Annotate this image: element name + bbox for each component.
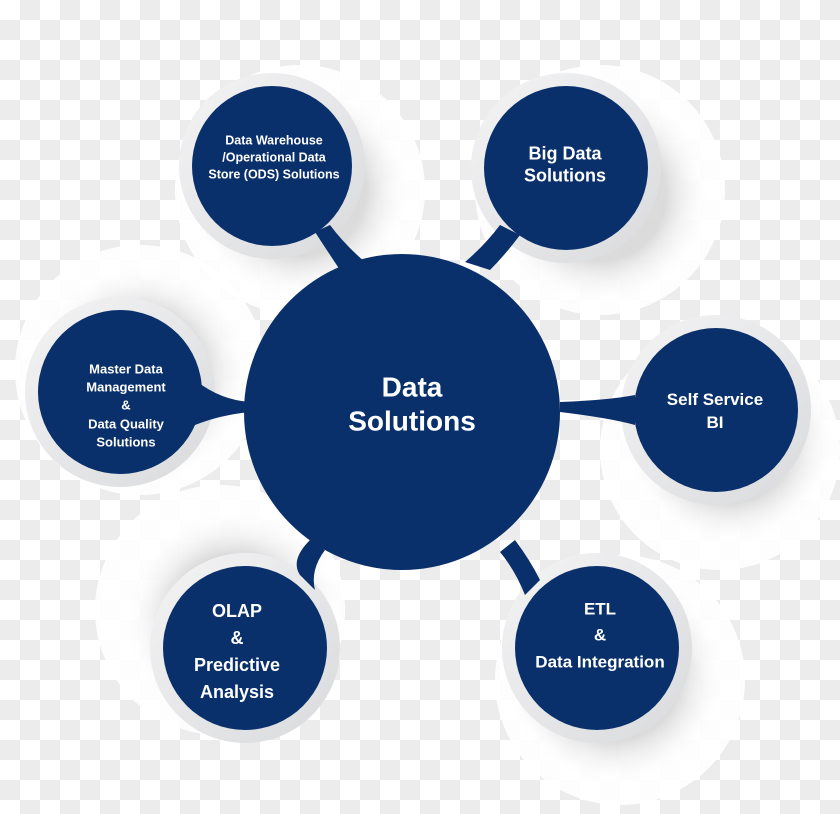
node-line: ETL: [583, 599, 617, 619]
center-node-line-1: Data: [381, 371, 443, 403]
center-node-line-2: Solutions: [348, 405, 476, 436]
node-line: &: [121, 397, 131, 413]
connectors: [195, 225, 635, 595]
node-line: BI: [706, 413, 724, 432]
node-line: Store (ODS) Solutions: [208, 167, 340, 182]
node-data-warehouse-ods[interactable]: Data Warehouse /Operational Data Store (…: [208, 133, 339, 184]
node-line: &: [230, 628, 244, 648]
node-line: Big Data: [528, 143, 602, 164]
node-line: Data Integration: [535, 652, 665, 672]
node-line: Master Data: [89, 361, 163, 377]
node-master-data-management[interactable]: Master Data Management & Data Quality So…: [86, 361, 165, 452]
node-line: Analysis: [199, 682, 275, 702]
node-olap-predictive-analysis[interactable]: OLAP & Predictive Analysis: [194, 598, 280, 706]
node-line: Data Warehouse: [225, 133, 323, 148]
node-line: Solutions: [96, 434, 156, 450]
node-line: Predictive: [193, 655, 281, 675]
node-line: Self Service: [666, 390, 764, 410]
node-line: Management: [86, 379, 166, 395]
node-circles: [38, 86, 798, 730]
node-big-data-solutions[interactable]: Big Data Solutions: [524, 143, 606, 186]
node-self-service-bi[interactable]: Self Service BI: [667, 389, 763, 435]
node-etl-data-integration[interactable]: ETL & Data Integration: [535, 596, 664, 675]
node-line: Solutions: [524, 165, 606, 185]
node-line: Data Quality: [88, 416, 164, 432]
node-line: &: [593, 625, 607, 645]
center-node[interactable]: Data Solutions: [348, 370, 476, 437]
node-line: /Operational Data: [222, 150, 326, 165]
node-line: OLAP: [211, 601, 263, 621]
